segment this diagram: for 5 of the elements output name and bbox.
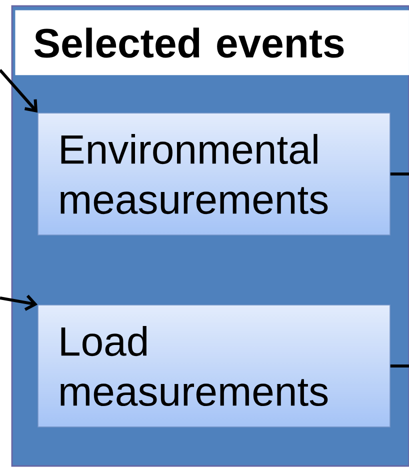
arrow: [0, 69, 38, 113]
arrow: [0, 294, 38, 311]
process-box: Load measurements: [38, 304, 390, 428]
process-box: Environmental measurements: [38, 112, 390, 236]
heading-band: Selected events: [15, 10, 409, 76]
